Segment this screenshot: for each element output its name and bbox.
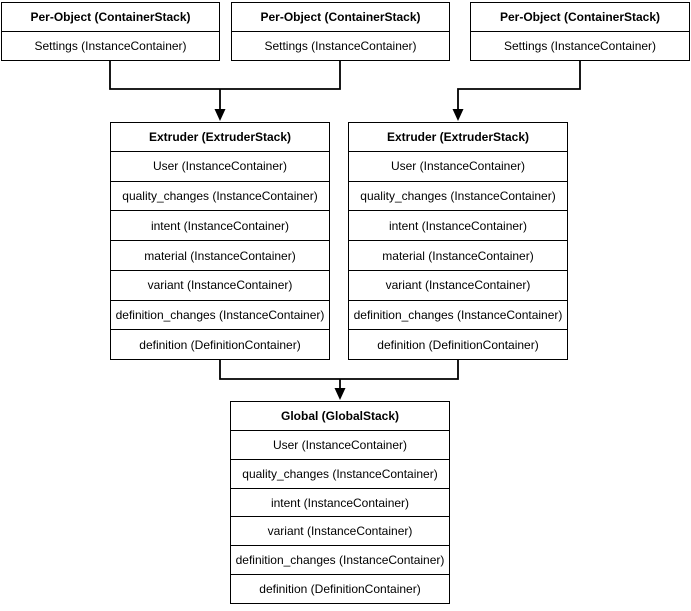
node-row: Settings (InstanceContainer) xyxy=(264,39,417,53)
node-per-object-1: Per-Object (ContainerStack) Settings (In… xyxy=(1,2,220,61)
node-row: quality_changes (InstanceContainer) xyxy=(349,182,567,212)
arrowhead-extruder-2 xyxy=(452,109,464,121)
edge-per-object-to-extruder-2 xyxy=(457,61,581,111)
node-row: definition_changes (InstanceContainer) xyxy=(111,301,329,331)
node-extruder-2-title: Extruder (ExtruderStack) xyxy=(349,123,567,152)
node-row: User (InstanceContainer) xyxy=(231,431,449,460)
node-extruder-2: Extruder (ExtruderStack) User (InstanceC… xyxy=(348,122,568,360)
node-row: intent (InstanceContainer) xyxy=(231,489,449,518)
node-row: User (InstanceContainer) xyxy=(111,152,329,182)
node-extruder-1-rows: User (InstanceContainer)quality_changes … xyxy=(111,152,329,359)
node-row: intent (InstanceContainer) xyxy=(111,211,329,242)
arrowhead-global xyxy=(334,388,346,400)
edge-extruders-to-global xyxy=(219,360,459,391)
node-row: quality_changes (InstanceContainer) xyxy=(231,460,449,489)
node-global-title: Global (GlobalStack) xyxy=(231,402,449,431)
node-row: quality_changes (InstanceContainer) xyxy=(111,182,329,212)
node-extruder-1: Extruder (ExtruderStack) User (InstanceC… xyxy=(110,122,330,360)
node-row: variant (InstanceContainer) xyxy=(231,517,449,547)
node-per-object-3-rows: Settings (InstanceContainer) xyxy=(471,32,689,60)
node-row: User (InstanceContainer) xyxy=(349,152,567,182)
node-row: intent (InstanceContainer) xyxy=(349,211,567,242)
node-row: definition_changes (InstanceContainer) xyxy=(349,301,567,331)
node-row: definition (DefinitionContainer) xyxy=(259,582,421,597)
node-extruder-2-rows: User (InstanceContainer)quality_changes … xyxy=(349,152,567,359)
node-per-object-2-rows: Settings (InstanceContainer) xyxy=(232,32,449,60)
edge-per-object-to-extruder-1 xyxy=(109,61,341,111)
node-per-object-1-title: Per-Object (ContainerStack) xyxy=(2,3,219,32)
node-row: material (InstanceContainer) xyxy=(349,241,567,271)
node-global: Global (GlobalStack) User (InstanceConta… xyxy=(230,401,450,604)
node-per-object-1-rows: Settings (InstanceContainer) xyxy=(2,32,219,60)
node-per-object-2-title: Per-Object (ContainerStack) xyxy=(232,3,449,32)
node-per-object-2: Per-Object (ContainerStack) Settings (In… xyxy=(231,2,450,61)
node-row: Settings (InstanceContainer) xyxy=(34,39,187,53)
node-row: material (InstanceContainer) xyxy=(111,241,329,271)
node-row: definition (DefinitionContainer) xyxy=(377,337,539,352)
node-row: variant (InstanceContainer) xyxy=(349,271,567,301)
node-per-object-3: Per-Object (ContainerStack) Settings (In… xyxy=(470,2,690,61)
node-extruder-1-title: Extruder (ExtruderStack) xyxy=(111,123,329,152)
arrowhead-extruder-1 xyxy=(214,109,226,121)
node-row: Settings (InstanceContainer) xyxy=(503,39,657,53)
node-global-rows: User (InstanceContainer)quality_changes … xyxy=(231,431,449,603)
node-per-object-3-title: Per-Object (ContainerStack) xyxy=(471,3,689,32)
node-row: definition_changes (InstanceContainer) xyxy=(231,546,449,576)
node-row: variant (InstanceContainer) xyxy=(111,271,329,301)
node-row: definition (DefinitionContainer) xyxy=(139,337,301,352)
